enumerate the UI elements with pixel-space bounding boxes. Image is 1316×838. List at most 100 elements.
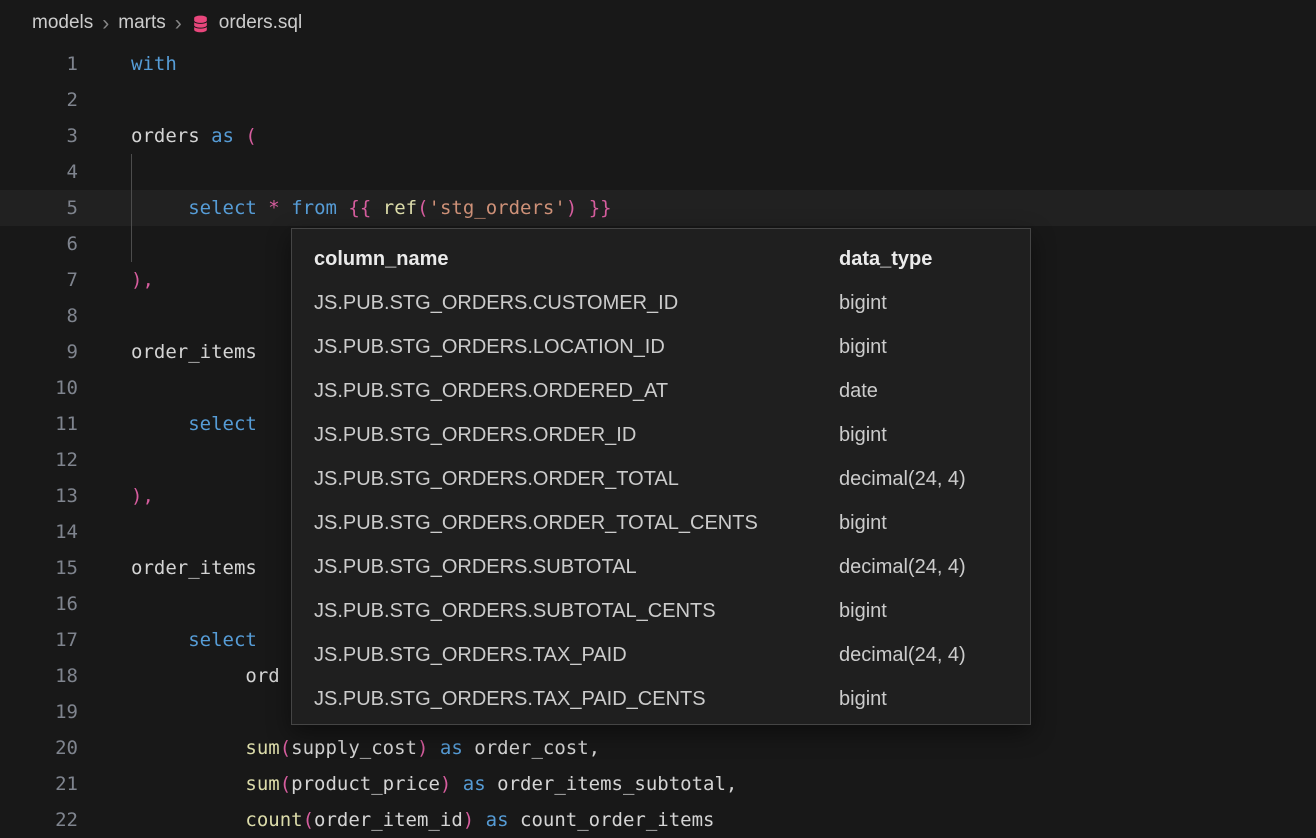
code-line-17[interactable]: 17 select: [0, 622, 1316, 658]
code-line-16[interactable]: 16: [0, 586, 1316, 622]
code-line-9[interactable]: 9 order_items: [0, 334, 1316, 370]
line-number: 12: [55, 449, 78, 471]
column-info-row: JS.PUB.STG_ORDERS.ORDERED_AT date: [292, 369, 1030, 413]
line-number: 4: [66, 161, 78, 183]
line-number: 17: [55, 629, 78, 651]
code-line-21[interactable]: 21 sum(product_price) as order_items_sub…: [0, 766, 1316, 802]
line-number: 14: [55, 521, 78, 543]
code-line-8[interactable]: 8: [0, 298, 1316, 334]
code-line-20[interactable]: 20 sum(supply_cost) as order_cost,: [0, 730, 1316, 766]
column-name-cell: JS.PUB.STG_ORDERS.SUBTOTAL: [314, 556, 637, 578]
code-text: orders as (: [131, 125, 257, 147]
code-line-15[interactable]: 15 order_items: [0, 550, 1316, 586]
breadcrumb-item-models[interactable]: models: [32, 12, 94, 33]
chevron-right-icon: ›: [174, 11, 182, 35]
line-number: 19: [55, 701, 78, 723]
code-line-1[interactable]: 1 with: [0, 46, 1316, 82]
breadcrumb-item-file[interactable]: orders.sql: [218, 12, 303, 33]
code-line-5[interactable]: 5 select * from {{ ref('stg_orders') }}: [0, 190, 1316, 226]
code-line-11[interactable]: 11 select: [0, 406, 1316, 442]
code-text: select * from {{ ref('stg_orders') }}: [131, 190, 612, 226]
line-number: 2: [66, 89, 78, 111]
code-text: order_items: [131, 341, 257, 363]
line-number: 9: [66, 341, 78, 363]
code-line-14[interactable]: 14: [0, 514, 1316, 550]
popup-header-column-name: column_name: [314, 248, 449, 270]
column-name-cell: JS.PUB.STG_ORDERS.ORDER_TOTAL: [314, 468, 679, 490]
column-info-row: JS.PUB.STG_ORDERS.ORDER_TOTAL decimal(24,…: [292, 457, 1030, 501]
column-name-cell: JS.PUB.STG_ORDERS.TAX_PAID_CENTS: [314, 688, 706, 710]
code-line-12[interactable]: 12: [0, 442, 1316, 478]
column-name-cell: JS.PUB.STG_ORDERS.LOCATION_ID: [314, 336, 665, 358]
code-line-10[interactable]: 10: [0, 370, 1316, 406]
data-type-cell: bigint: [839, 512, 887, 534]
data-type-cell: bigint: [839, 600, 887, 622]
line-number: 16: [55, 593, 78, 615]
code-line-13[interactable]: 13),: [0, 478, 1316, 514]
data-type-cell: bigint: [839, 336, 887, 358]
column-name-cell: JS.PUB.STG_ORDERS.TAX_PAID: [314, 644, 627, 666]
breadcrumb: models › marts › orders.sql: [0, 0, 1316, 46]
code-text: order_items: [131, 557, 257, 579]
line-number: 22: [55, 809, 78, 831]
column-info-row: JS.PUB.STG_ORDERS.SUBTOTAL_CENTS bigint: [292, 589, 1030, 633]
line-number: 10: [55, 377, 78, 399]
code-line-22[interactable]: 22 count(order_item_id) as count_order_i…: [0, 802, 1316, 838]
code-line-3[interactable]: 3 orders as (: [0, 118, 1316, 154]
line-number: 13: [55, 485, 78, 507]
line-number: 1: [66, 53, 78, 75]
column-info-row: JS.PUB.STG_ORDERS.ORDER_ID bigint: [292, 413, 1030, 457]
code-line-18[interactable]: 18 ord: [0, 658, 1316, 694]
database-icon: [191, 14, 210, 33]
code-text: ),: [131, 269, 154, 291]
code-text: select: [188, 629, 257, 651]
column-info-row: JS.PUB.STG_ORDERS.SUBTOTAL decimal(24, 4): [292, 545, 1030, 589]
data-type-cell: date: [839, 380, 878, 402]
code-text: with: [131, 53, 177, 75]
breadcrumb-item-marts[interactable]: marts: [118, 12, 166, 33]
data-type-cell: bigint: [839, 688, 887, 710]
data-type-cell: decimal(24, 4): [839, 556, 966, 578]
data-type-cell: bigint: [839, 424, 887, 446]
code-text: sum(product_price) as order_items_subtot…: [245, 773, 738, 795]
column-info-row: JS.PUB.STG_ORDERS.TAX_PAID decimal(24, 4): [292, 633, 1030, 677]
data-type-cell: decimal(24, 4): [839, 644, 966, 666]
line-number: 11: [55, 413, 78, 435]
editor-area[interactable]: 1 with 2 3 orders as ( 4 5 select * from {{ re…: [0, 46, 1316, 838]
data-type-cell: bigint: [839, 292, 887, 314]
column-info-row: JS.PUB.STG_ORDERS.TAX_PAID_CENTS bigint: [292, 677, 1030, 721]
data-type-cell: decimal(24, 4): [839, 468, 966, 490]
code-line-6[interactable]: 6: [0, 226, 1316, 262]
popup-header-row: column_name data_type: [292, 243, 1030, 275]
indent-guide: [131, 190, 132, 226]
code-line-19[interactable]: 19: [0, 694, 1316, 730]
column-info-row: JS.PUB.STG_ORDERS.CUSTOMER_ID bigint: [292, 281, 1030, 325]
column-info-row: JS.PUB.STG_ORDERS.LOCATION_ID bigint: [292, 325, 1030, 369]
line-number: 8: [66, 305, 78, 327]
indent-guide: [131, 226, 132, 262]
column-name-cell: JS.PUB.STG_ORDERS.SUBTOTAL_CENTS: [314, 600, 716, 622]
code-text: ord: [131, 665, 280, 687]
column-name-cell: JS.PUB.STG_ORDERS.CUSTOMER_ID: [314, 292, 679, 314]
code-line-4[interactable]: 4: [0, 154, 1316, 190]
line-number: 7: [66, 269, 78, 291]
line-number: 15: [55, 557, 78, 579]
column-name-cell: JS.PUB.STG_ORDERS.ORDERED_AT: [314, 380, 669, 402]
line-number: 18: [55, 665, 78, 687]
popup-header-data-type: data_type: [839, 248, 933, 270]
code-text: select: [188, 413, 257, 435]
code-line-2[interactable]: 2: [0, 82, 1316, 118]
column-name-cell: JS.PUB.STG_ORDERS.ORDER_ID: [314, 424, 637, 446]
code-text: ),: [131, 485, 154, 507]
line-number: 21: [55, 773, 78, 795]
code-line-7[interactable]: 7),: [0, 262, 1316, 298]
line-number: 3: [66, 125, 78, 147]
indent-guide: [131, 154, 132, 190]
line-number: 6: [66, 233, 78, 255]
column-info-popup: column_name data_type JS.PUB.STG_ORDERS.…: [291, 228, 1031, 725]
line-number: 5: [66, 197, 78, 219]
code-text: sum(supply_cost) as order_cost,: [245, 737, 601, 759]
line-number: 20: [55, 737, 78, 759]
